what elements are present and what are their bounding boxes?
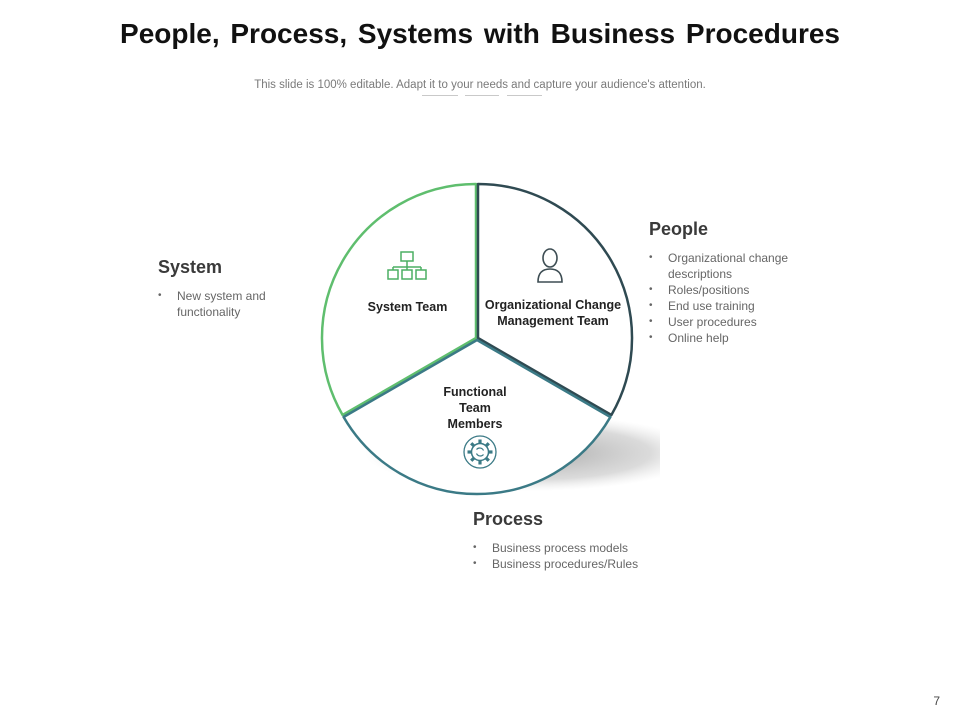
segment-label-system-team: System Team — [367, 300, 448, 314]
user-icon — [537, 248, 563, 283]
three-part-cycle-diagram: System Team Organizational Change Manage… — [300, 170, 701, 510]
segment-people — [476, 182, 634, 417]
people-list: Organizational change descriptions Roles… — [649, 250, 829, 346]
gear-icon — [463, 435, 497, 469]
system-block: System New system and functionality — [158, 257, 318, 320]
slide-title: People, Process, Systems with Business P… — [120, 18, 840, 49]
segment-process — [342, 338, 612, 496]
segment-label-functional-team: Functional Team Members — [443, 385, 507, 431]
subtitle-underline-2 — [465, 95, 499, 96]
process-heading: Process — [473, 509, 544, 529]
subtitle-underline-3 — [507, 95, 542, 96]
subtitle-underline-1 — [422, 95, 458, 96]
process-item: Business procedures/Rules — [473, 556, 693, 572]
people-heading: People — [649, 219, 709, 239]
slide-subtitle: This slide is 100% editable. Adapt it to… — [254, 79, 706, 91]
people-item: Organizational change descriptions — [649, 250, 829, 282]
org-chart-icon — [387, 251, 427, 280]
people-item: End use training — [649, 298, 829, 314]
people-item: Online help — [649, 330, 829, 346]
process-block: Process Business process models Business… — [473, 509, 693, 572]
people-item: User procedures — [649, 314, 829, 330]
system-list: New system and functionality — [158, 288, 318, 320]
segment-label-change-management: Organizational Change Management Team — [484, 298, 622, 328]
segment-system — [320, 182, 478, 417]
process-item: Business process models — [473, 540, 693, 556]
people-block: People Organizational change description… — [649, 219, 829, 346]
cycle-graphic — [320, 182, 701, 496]
people-item: Roles/positions — [649, 282, 829, 298]
system-item: New system and functionality — [158, 288, 277, 320]
process-list: Business process models Business procedu… — [473, 540, 693, 572]
page-number: 7 — [933, 694, 940, 708]
system-heading: System — [158, 257, 223, 277]
